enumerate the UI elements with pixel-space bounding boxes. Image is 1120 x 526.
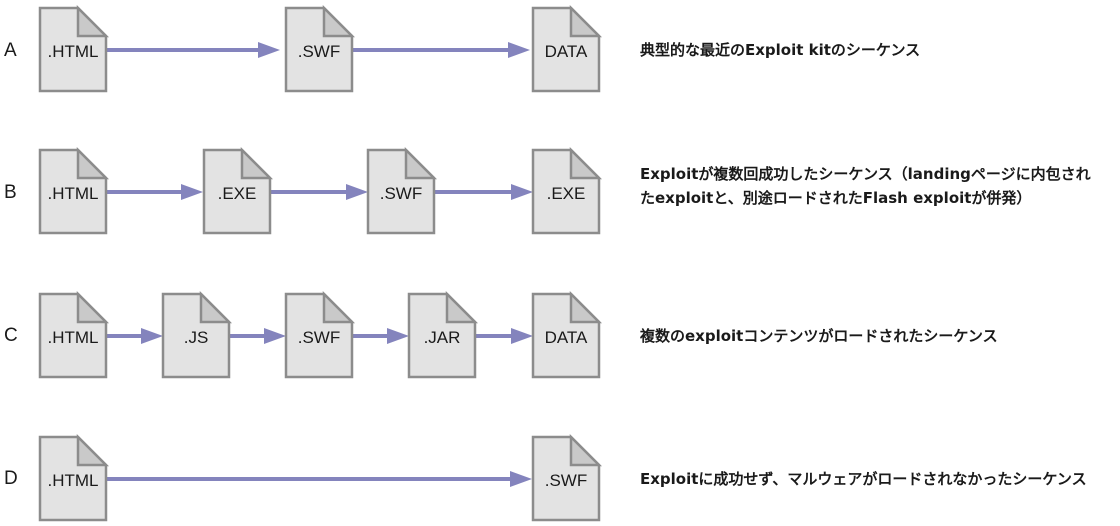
file-label: .HTML [48,328,99,347]
arrow-b-3 [433,184,533,200]
file-label: .HTML [48,471,99,490]
file-label: DATA [545,328,588,347]
file-label: .HTML [48,42,99,61]
file-icon-b-exe: .EXE [202,148,272,235]
row-letter-c: C [4,325,18,346]
file-label: .HTML [48,184,99,203]
row-b: B .HTML .EXE .SWF .EXE [4,148,601,235]
file-icon-c-jar: .JAR [407,292,477,379]
description-c: 複数のexploitコンテンツがロードされたシーケンス [640,324,998,348]
file-label: .SWF [545,471,588,490]
file-icon-b-swf: .SWF [366,148,436,235]
file-icon-c-swf: .SWF [284,292,354,379]
file-icon-a-html: .HTML [38,6,108,93]
file-icon-c-html: .HTML [38,292,108,379]
file-icon-d-swf: .SWF [531,435,601,522]
file-icon-b-exe-2: .EXE [531,148,601,235]
description-line: 典型的な最近のExploit kitのシーケンス [640,41,921,59]
description-a: 典型的な最近のExploit kitのシーケンス [640,38,920,62]
arrow-d-1 [105,471,532,487]
description-line: たexploitと、別途ロードされたFlash exploitが併発） [640,189,1032,207]
description-line: 複数のexploitコンテンツがロードされたシーケンス [640,327,998,345]
arrow-c-1 [105,328,163,344]
row-a: A .HTML .SWF DATA [4,6,601,93]
file-label: .EXE [218,184,257,203]
file-label: .SWF [380,184,423,203]
row-letter-a: A [4,40,17,61]
file-label: DATA [545,42,588,61]
arrow-c-3 [351,328,409,344]
arrow-a-1 [105,42,280,58]
row-c: C .HTML .JS .SWF [4,292,601,379]
arrow-b-1 [105,184,203,200]
file-label: .SWF [298,328,341,347]
file-label: .JS [184,328,209,347]
arrow-c-4 [474,328,533,344]
arrow-a-2 [351,42,530,58]
arrow-c-2 [229,328,286,344]
row-letter-b: B [4,182,17,203]
file-icon-c-data: DATA [531,292,601,379]
arrow-b-2 [269,184,368,200]
description-d: Exploitに成功せず、マルウェアがロードされなかったシーケンス [640,467,1087,491]
description-b: Exploitが複数回成功したシーケンス（landingページに内包され たex… [640,162,1091,210]
file-icon-a-swf: .SWF [284,6,354,93]
row-d: D .HTML .SWF [4,435,601,522]
file-icon-c-js: .JS [161,292,231,379]
file-label: .EXE [547,184,586,203]
description-line: Exploitに成功せず、マルウェアがロードされなかったシーケンス [640,470,1087,488]
description-line: Exploitが複数回成功したシーケンス（landingページに内包され [640,165,1091,183]
row-letter-d: D [4,468,18,489]
file-label: .JAR [424,328,461,347]
file-label: .SWF [298,42,341,61]
file-icon-d-html: .HTML [38,435,108,522]
file-icon-b-html: .HTML [38,148,108,235]
file-icon-a-data: DATA [531,6,601,93]
